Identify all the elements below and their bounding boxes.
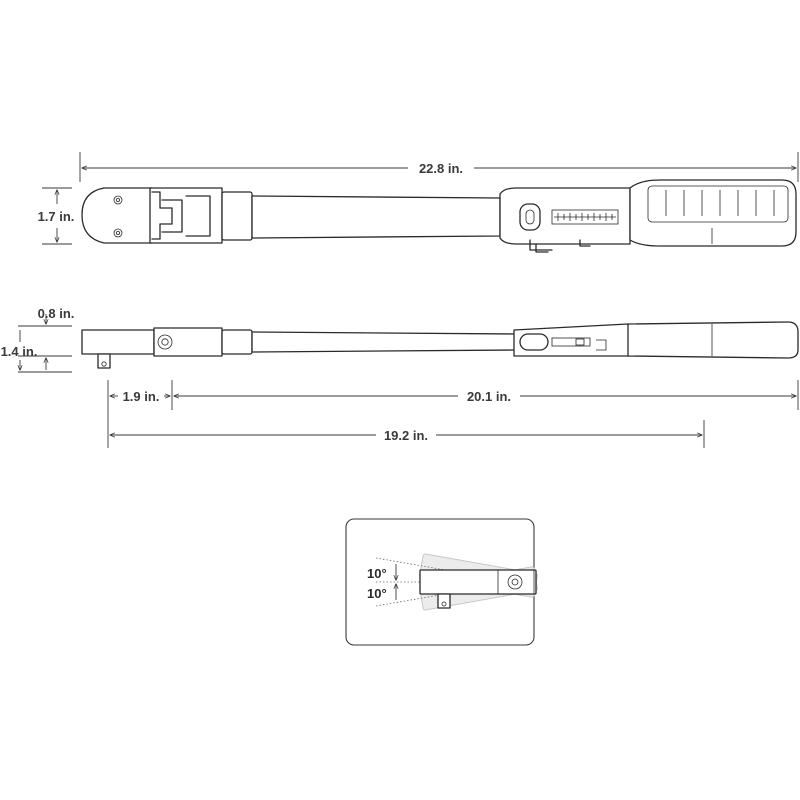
overall-length-label: 22.8 in.	[419, 161, 463, 176]
head-height-dimension: 1.7 in.	[38, 187, 75, 245]
wrench-top-outline	[81, 179, 797, 253]
drive-offset-label: 1.9 in.	[123, 389, 160, 404]
drive-height-label: 0.8 in.	[38, 306, 75, 321]
side-height-dimension: 1.4 in.	[1, 330, 72, 373]
overall-length-dimension: 22.8 in.	[79, 152, 799, 182]
top-view: 22.8 in. 1.7 in.	[38, 152, 799, 253]
wrench-side-outline	[81, 321, 799, 369]
flex-angle-lower-label: 10°	[367, 586, 387, 601]
drive-height-dimension: 0.8 in.	[18, 306, 74, 370]
head-height-label: 1.7 in.	[38, 209, 75, 224]
side-view: 0.8 in. 1.4 in.	[1, 306, 799, 448]
effective-length-dimension: 19.2 in.	[110, 420, 705, 448]
flex-head-inset: 10° 10°	[345, 518, 538, 646]
effective-length-label: 19.2 in.	[384, 428, 428, 443]
offset-length-dimension: 1.9 in. 20.1 in.	[107, 380, 799, 448]
side-height-label: 1.4 in.	[1, 344, 38, 359]
handle-length-label: 20.1 in.	[467, 389, 511, 404]
flex-angle-upper-label: 10°	[367, 566, 387, 581]
